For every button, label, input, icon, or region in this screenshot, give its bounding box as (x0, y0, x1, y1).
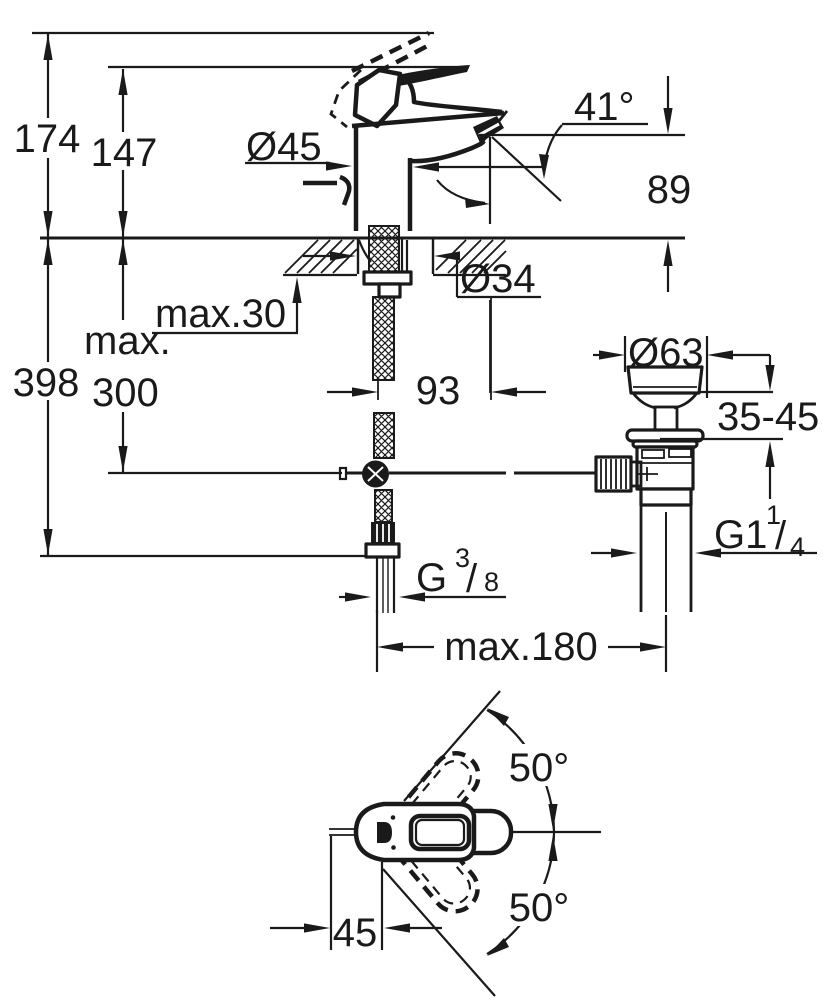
dim-rod-depth-value: 300 (92, 371, 159, 415)
supply-thread-slash: / (466, 557, 478, 601)
waste-thread-sub: 4 (790, 532, 805, 562)
faucet-side-view (303, 30, 509, 231)
label-mask-upper (504, 744, 576, 786)
screw-dot-top (390, 815, 396, 820)
dim-height-to-lever: 147 (91, 131, 158, 175)
braided-hose-upper (372, 296, 395, 381)
lever-window-outer (408, 813, 472, 852)
dimension-labels: 174 147 Ø45 41° 89 max.30 Ø34 398 max. 3… (13, 85, 820, 955)
dim-depth-overall: 398 (13, 361, 80, 405)
dim-waste-diameter-graphics (593, 336, 770, 398)
pivot-ball-hatch (367, 466, 384, 482)
dim-spout-reach-graphics (327, 298, 546, 400)
screw-dot-bottom (391, 845, 396, 850)
plug-stem (653, 405, 679, 433)
waste-body (635, 445, 695, 491)
dim-lever-offset: 45 (333, 911, 378, 955)
dim-swing-angle-lower: 50° (509, 886, 570, 930)
dim-height-overall: 174 (14, 117, 81, 161)
mounting-nut (362, 270, 413, 286)
dim-spout-outlet-height: 89 (647, 168, 692, 212)
supply-thread-sub: 8 (484, 567, 499, 597)
dim-waste-flange-diameter: Ø63 (628, 331, 704, 375)
spout-underside (410, 139, 486, 164)
spout-top-rear-edge (351, 110, 505, 129)
pull-rod-actuator (303, 174, 352, 206)
mounting-stud (377, 282, 402, 299)
supply-assembly (338, 225, 597, 613)
braided-hose-middle (373, 412, 395, 459)
faucet-top-view (270, 690, 601, 997)
waste-slot-right (668, 448, 692, 458)
rod-end-cap (338, 466, 348, 481)
lever-window-inner (414, 818, 466, 847)
lever-raised-dashed-top (351, 30, 430, 74)
dim-spout-reach: 93 (416, 369, 461, 413)
lever-raised-dashed-bottom (357, 41, 435, 84)
dim-waste-thread-graphics (591, 548, 817, 558)
swing-witness-lower (382, 868, 496, 997)
dimension-arrows-left (43, 34, 302, 555)
dim-hose-reach: max.180 (444, 625, 597, 669)
dim-spout-height-graphics (663, 76, 673, 292)
dim-supply-thread-graphics (339, 592, 506, 602)
cartridge-hole (377, 822, 392, 843)
hose-union-nut (364, 542, 401, 559)
rod-clamp-screw (638, 467, 658, 481)
waste-thread-base: G1 (714, 513, 767, 557)
aerator-slit (478, 122, 500, 137)
waste-assembly (594, 365, 705, 612)
supply-thread-base: G (416, 556, 447, 600)
dim-hole-diameter: Ø34 (460, 257, 536, 301)
spout-top-front-edge (401, 74, 503, 115)
dim-waste-thread: G1 1 / 4 (714, 500, 805, 562)
knob-knurling (600, 459, 627, 489)
waste-thread-sup: 1 (766, 500, 781, 530)
swing-witness-upper (403, 690, 501, 802)
dim-spout-angle: 41° (574, 85, 635, 129)
dim-rod-depth-max: max. (84, 319, 171, 363)
lever-base-raised-dashed (329, 68, 362, 129)
waste-collar (639, 487, 693, 507)
dim-spout-angle-graphics (436, 122, 685, 224)
supply-thread-sup: 3 (455, 543, 470, 573)
reference-lines (32, 31, 685, 558)
dim-body-diameter: Ø45 (246, 125, 322, 169)
lever-base (352, 67, 403, 129)
dim-waste-adjust-range: 35-45 (717, 395, 819, 439)
label-mask-lower (504, 884, 576, 926)
braided-hose-shank (368, 225, 400, 273)
dim-waste-range-graphics (660, 355, 783, 499)
dim-supply-thread: G 3 / 8 (416, 543, 499, 601)
braided-hose-lower (374, 489, 393, 523)
waste-tailpipe (639, 505, 693, 612)
waste-slot-left (641, 449, 665, 459)
fitting-threads (376, 524, 390, 542)
waste-thread-slash: / (775, 514, 787, 558)
dim-hole-diameter-graphics (303, 251, 541, 299)
dim-hose-reach-graphics (375, 610, 668, 672)
dim-deck-thickness: max.30 (155, 292, 286, 336)
dim-swing-angle-upper: 50° (509, 746, 570, 790)
supply-pipe (375, 557, 396, 613)
